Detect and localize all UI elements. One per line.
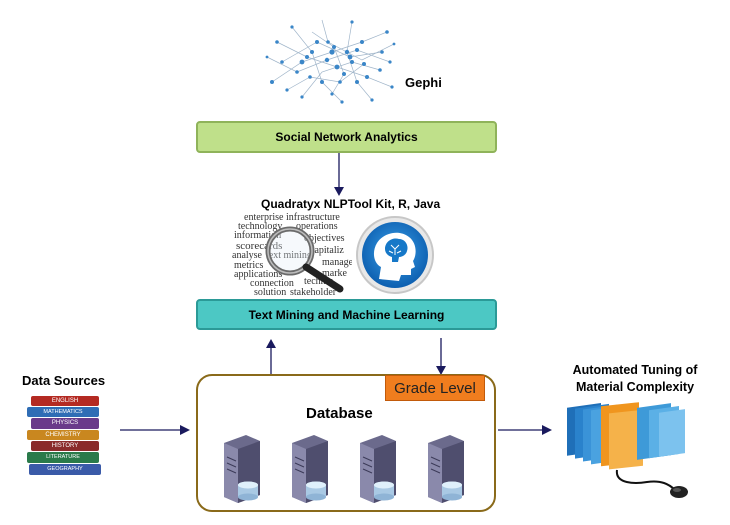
book: HISTORY [31, 441, 99, 451]
arrow-right-to-output [498, 425, 552, 435]
server-icon [428, 435, 464, 503]
word-cloud-word: capitaliz [310, 245, 344, 256]
book: ENGLISH [31, 396, 99, 406]
word-cloud-word: solution [254, 287, 287, 298]
word-cloud-word: operations [296, 221, 338, 232]
word-cloud-word: objectives [304, 233, 345, 244]
arrow-right-to-database [120, 425, 190, 435]
server-icon [292, 435, 328, 503]
word-cloud-word: connection [250, 278, 294, 289]
grade-level-label: Grade Level [394, 379, 476, 397]
gephi-label: Gephi [405, 75, 442, 90]
arrow-up-to-text-mining [266, 339, 276, 376]
word-cloud-word: marke [322, 268, 347, 279]
books-stack-image: ENGLISH MATHEMATICS PHYSICS CHEMISTRY HI… [25, 396, 105, 481]
word-cloud-word: information [234, 230, 282, 241]
server-icon [360, 435, 396, 503]
word-cloud-word: manage [322, 257, 352, 268]
grade-level-badge: Grade Level [385, 375, 485, 401]
social-network-analytics-label: Social Network Analytics [275, 130, 418, 144]
output-label-line1: Automated Tuning of [572, 363, 698, 377]
word-cloud-word: infrastructure [286, 212, 340, 223]
word-cloud-word: metrics [234, 260, 264, 271]
database-label: Database [306, 405, 373, 422]
network-graph-icon [265, 19, 396, 104]
data-sources-label: Data Sources [22, 373, 106, 388]
word-cloud-word: technic [304, 276, 333, 287]
text-mining-machine-learning-box: Text Mining and Machine Learning [196, 299, 497, 330]
word-cloud-word: text mining [266, 250, 312, 261]
magnifying-glass-icon [265, 226, 344, 293]
word-cloud-word: technology [238, 221, 283, 232]
server-icon [224, 435, 260, 503]
arrow-down-to-database [436, 338, 446, 375]
word-cloud-word: enterprise [244, 212, 284, 223]
arrow-down-social [334, 153, 344, 196]
book: PHYSICS [31, 418, 99, 429]
book: GEOGRAPHY [29, 464, 101, 475]
social-network-analytics-box: Social Network Analytics [196, 121, 497, 153]
output-label: Automated Tuning of Material Complexity [555, 362, 715, 396]
ai-brain-head-icon [356, 216, 434, 294]
output-label-line2: Material Complexity [575, 380, 695, 394]
word-cloud-image: enterprise infrastructure technology ope… [232, 210, 352, 298]
word-cloud-word: analyse [232, 250, 262, 261]
toolkit-label: Quadratyx NLPTool Kit, R, Java [261, 197, 441, 211]
folders-icon [567, 402, 688, 498]
book: CHEMISTRY [27, 430, 99, 440]
text-mining-machine-learning-label: Text Mining and Machine Learning [248, 307, 445, 322]
book: MATHEMATICS [27, 407, 99, 417]
book: LITERATURE [27, 452, 99, 463]
word-cloud-word: stakeholder [290, 287, 337, 298]
word-cloud-word: applications [234, 269, 283, 280]
